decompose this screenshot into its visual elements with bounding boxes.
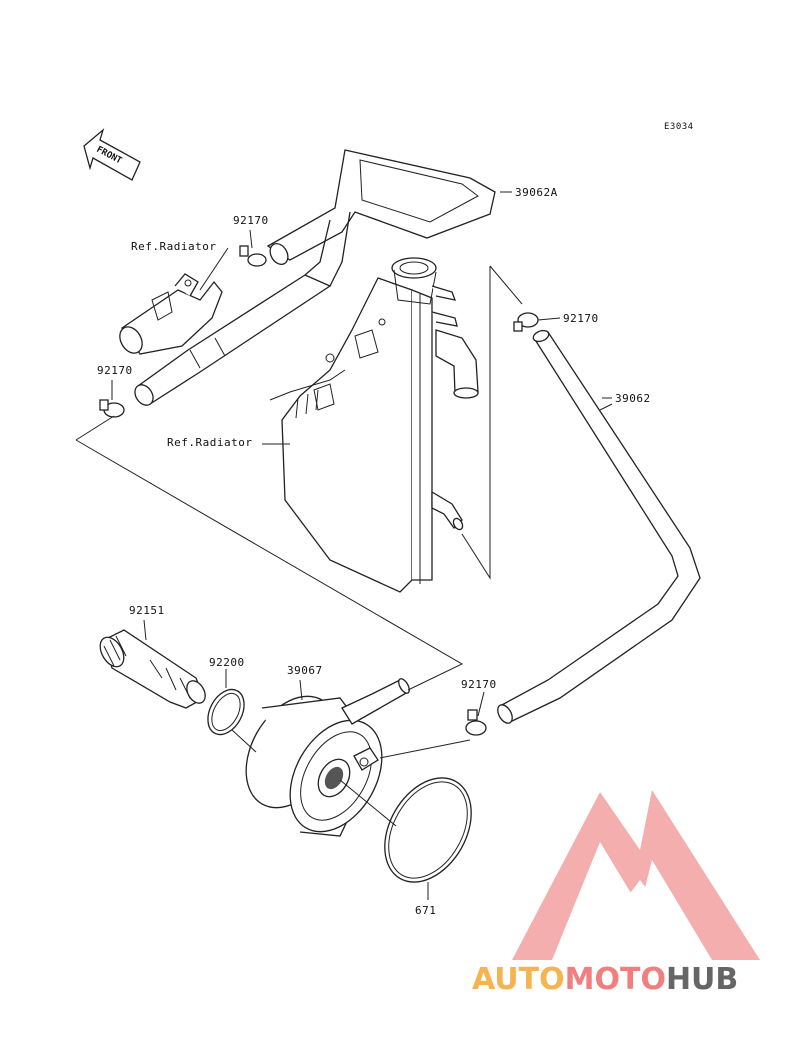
upper-hose-39062a [266, 149, 496, 287]
upper-hose-lower-section [134, 274, 332, 406]
thermostat-housing [119, 273, 223, 355]
watermark-auto: AUTO [472, 962, 565, 997]
watermark-hub: HUB [665, 962, 739, 997]
radiator [269, 257, 479, 593]
callout-92170-right: 92170 [562, 312, 600, 325]
oring-671 [384, 777, 472, 883]
right-hose-39062 [497, 329, 701, 724]
oring-92200 [207, 688, 245, 736]
front-arrow-icon: FRONT [83, 128, 141, 181]
callout-671: 671 [414, 904, 438, 917]
callout-ref-radiator-top: Ref.Radiator [130, 240, 218, 253]
clamp-right [513, 312, 539, 332]
fitting-92151 [99, 629, 206, 709]
oil-cooler-39067 [245, 678, 410, 837]
callout-92170-bottom: 92170 [460, 678, 498, 691]
clamp-top [239, 245, 267, 267]
watermark-logo-icon [512, 790, 760, 960]
callout-39062: 39062 [614, 392, 652, 405]
callout-92170-top: 92170 [232, 214, 270, 227]
clamp-bottom [465, 709, 487, 736]
callout-39067: 39067 [286, 664, 324, 677]
watermark-moto: MOTO [564, 962, 666, 997]
callout-92170-left: 92170 [96, 364, 134, 377]
diagram-code: E3034 [664, 122, 694, 132]
callout-39062a: 39062A [514, 186, 559, 199]
watermark-brand: AUTOMOTOHUB [472, 962, 738, 997]
callout-ref-radiator-mid: Ref.Radiator [166, 436, 254, 449]
clamp-left [99, 399, 125, 418]
leader-lines [75, 191, 612, 900]
callout-92151: 92151 [128, 604, 166, 617]
callout-92200: 92200 [208, 656, 246, 669]
